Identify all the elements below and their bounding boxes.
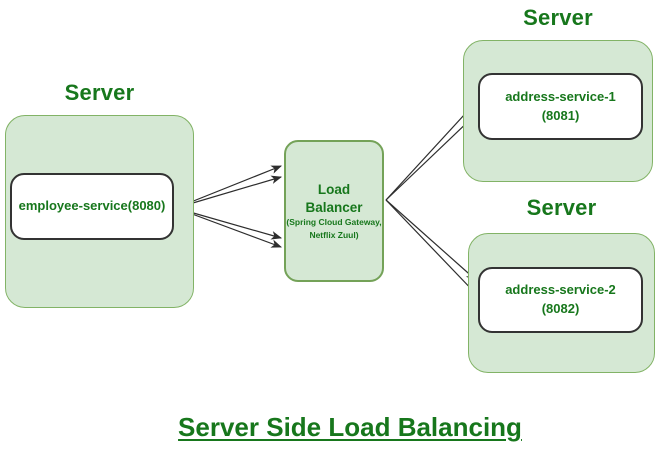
employee-service-label: employee-service(8080) (18, 198, 166, 214)
arrow-lb-to-address2-b (385, 199, 479, 297)
load-balancer-sub-line1: (Spring Cloud Gateway, (286, 217, 382, 228)
address-service-1-label-line1: address-service-1 (505, 88, 616, 104)
address-service-1-node: address-service-1 (8081) (478, 73, 643, 140)
employee-service-node: employee-service(8080) (10, 173, 174, 240)
address-service-1-label-line2: (8081) (541, 107, 580, 123)
diagram-caption: Server Side Load Balancing (178, 412, 522, 442)
load-balancer-name-line2: Balancer (305, 199, 363, 215)
load-balancer-name-line1: Load (317, 182, 351, 198)
arrow-lb-to-address2-a (385, 199, 477, 281)
arrow-lb-to-address1-b (385, 115, 475, 201)
server-heading-top-right: Server (523, 5, 593, 30)
load-balancer-sub-line2: Netflix Zuul) (309, 229, 359, 240)
address-service-2-label-line2: (8082) (541, 301, 580, 316)
server-heading-left: Server (64, 80, 135, 105)
load-balancer-box: Load Balancer (Spring Cloud Gateway, Net… (284, 140, 384, 282)
address-service-2-label-line1: address-service-2 (505, 282, 616, 298)
address-service-2-node: address-service-2 (8082) (478, 267, 643, 333)
server-heading-bottom-right: Server (526, 195, 597, 220)
